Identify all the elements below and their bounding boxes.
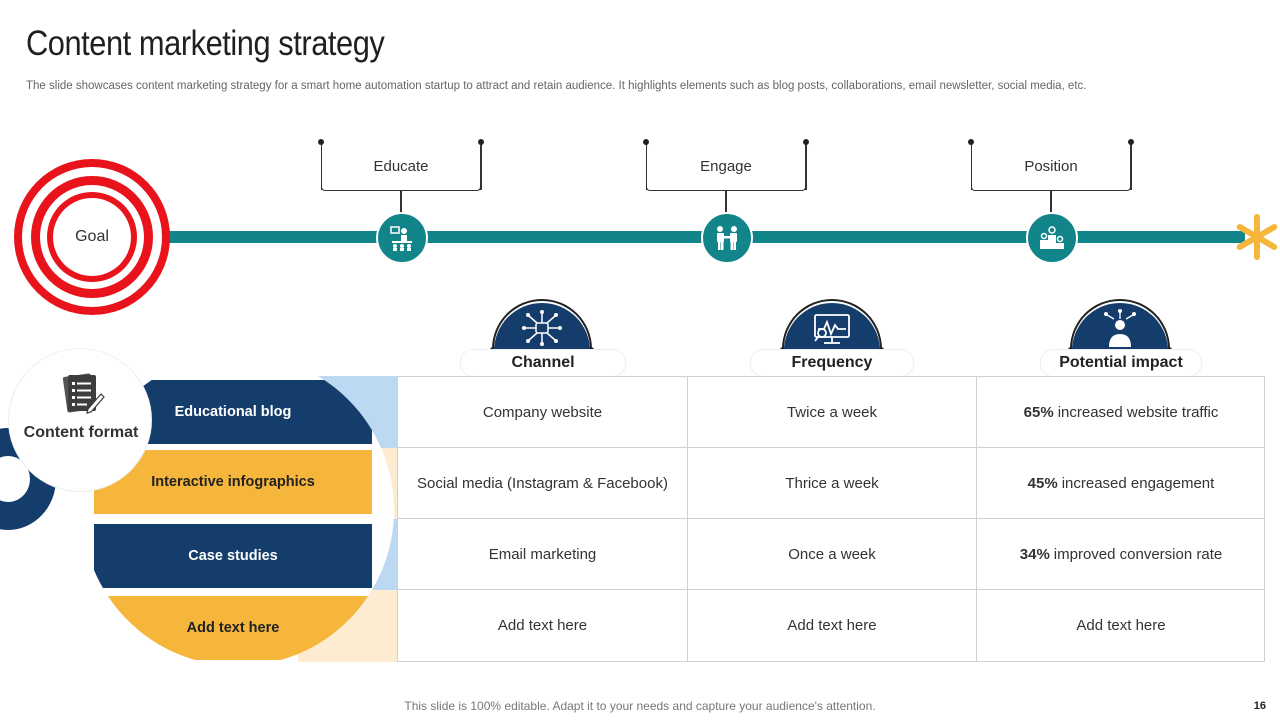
frequency-column-header: Frequency: [750, 349, 914, 377]
table-cell-channel: Email marketing: [398, 519, 688, 590]
table-cell-channel: Social media (Instagram & Facebook): [398, 448, 688, 519]
table-cell-frequency: Once a week: [688, 519, 977, 590]
goal-target: Goal: [14, 159, 170, 315]
stage-position-stem: [1050, 190, 1052, 214]
stage-educate-box: Educate: [318, 139, 484, 191]
strategy-table: Company website Twice a week 65%increase…: [397, 376, 1265, 662]
podium-icon: [1026, 212, 1078, 264]
table-cell-channel: Add text here: [398, 590, 688, 661]
table-cell-frequency: Add text here: [688, 590, 977, 661]
channel-column-header: Channel: [460, 349, 626, 377]
footer-note: This slide is 100% editable. Adapt it to…: [404, 699, 876, 713]
table-cell-impact: 45%increased engagement: [977, 448, 1265, 519]
channel-header-label: Channel: [511, 354, 575, 371]
stage-engage-stem: [725, 190, 727, 214]
presentation-icon: [376, 212, 428, 264]
table-cell-frequency: Twice a week: [688, 377, 977, 448]
format-case-studies: Case studies: [94, 524, 372, 588]
stage-engage-box: Engage: [643, 139, 809, 191]
stage-position-label: Position: [1024, 157, 1078, 175]
impact-header-label: Potential impact: [1059, 354, 1183, 371]
stage-educate-label: Educate: [373, 157, 429, 175]
format-add-text: Add text here: [94, 596, 372, 660]
table-cell-impact: Add text here: [1076, 617, 1166, 634]
stage-position-box: Position: [968, 139, 1134, 191]
page-subtitle: The slide showcases content marketing st…: [26, 80, 1087, 92]
stage-engage-label: Engage: [700, 157, 752, 175]
asterisk-icon: [1236, 214, 1278, 260]
table-cell-frequency: Thrice a week: [688, 448, 977, 519]
table-cell-channel: Company website: [398, 377, 688, 448]
table-cell-impact: 65%increased website traffic: [977, 377, 1265, 448]
frequency-header-label: Frequency: [791, 354, 873, 371]
format-interactive-infographics: Interactive infographics: [94, 450, 372, 514]
stage-educate-stem: [400, 190, 402, 214]
table-cell-impact: 34%improved conversion rate: [977, 519, 1265, 590]
content-format-title: Content format: [23, 424, 139, 441]
impact-column-header: Potential impact: [1040, 349, 1202, 377]
page-title: Content marketing strategy: [26, 24, 385, 63]
content-format-badge: Content format: [8, 348, 152, 492]
page-number: 16: [1253, 700, 1266, 712]
handshake-icon: [701, 212, 753, 264]
document-list-icon: [62, 373, 105, 414]
goal-label: Goal: [75, 228, 109, 245]
